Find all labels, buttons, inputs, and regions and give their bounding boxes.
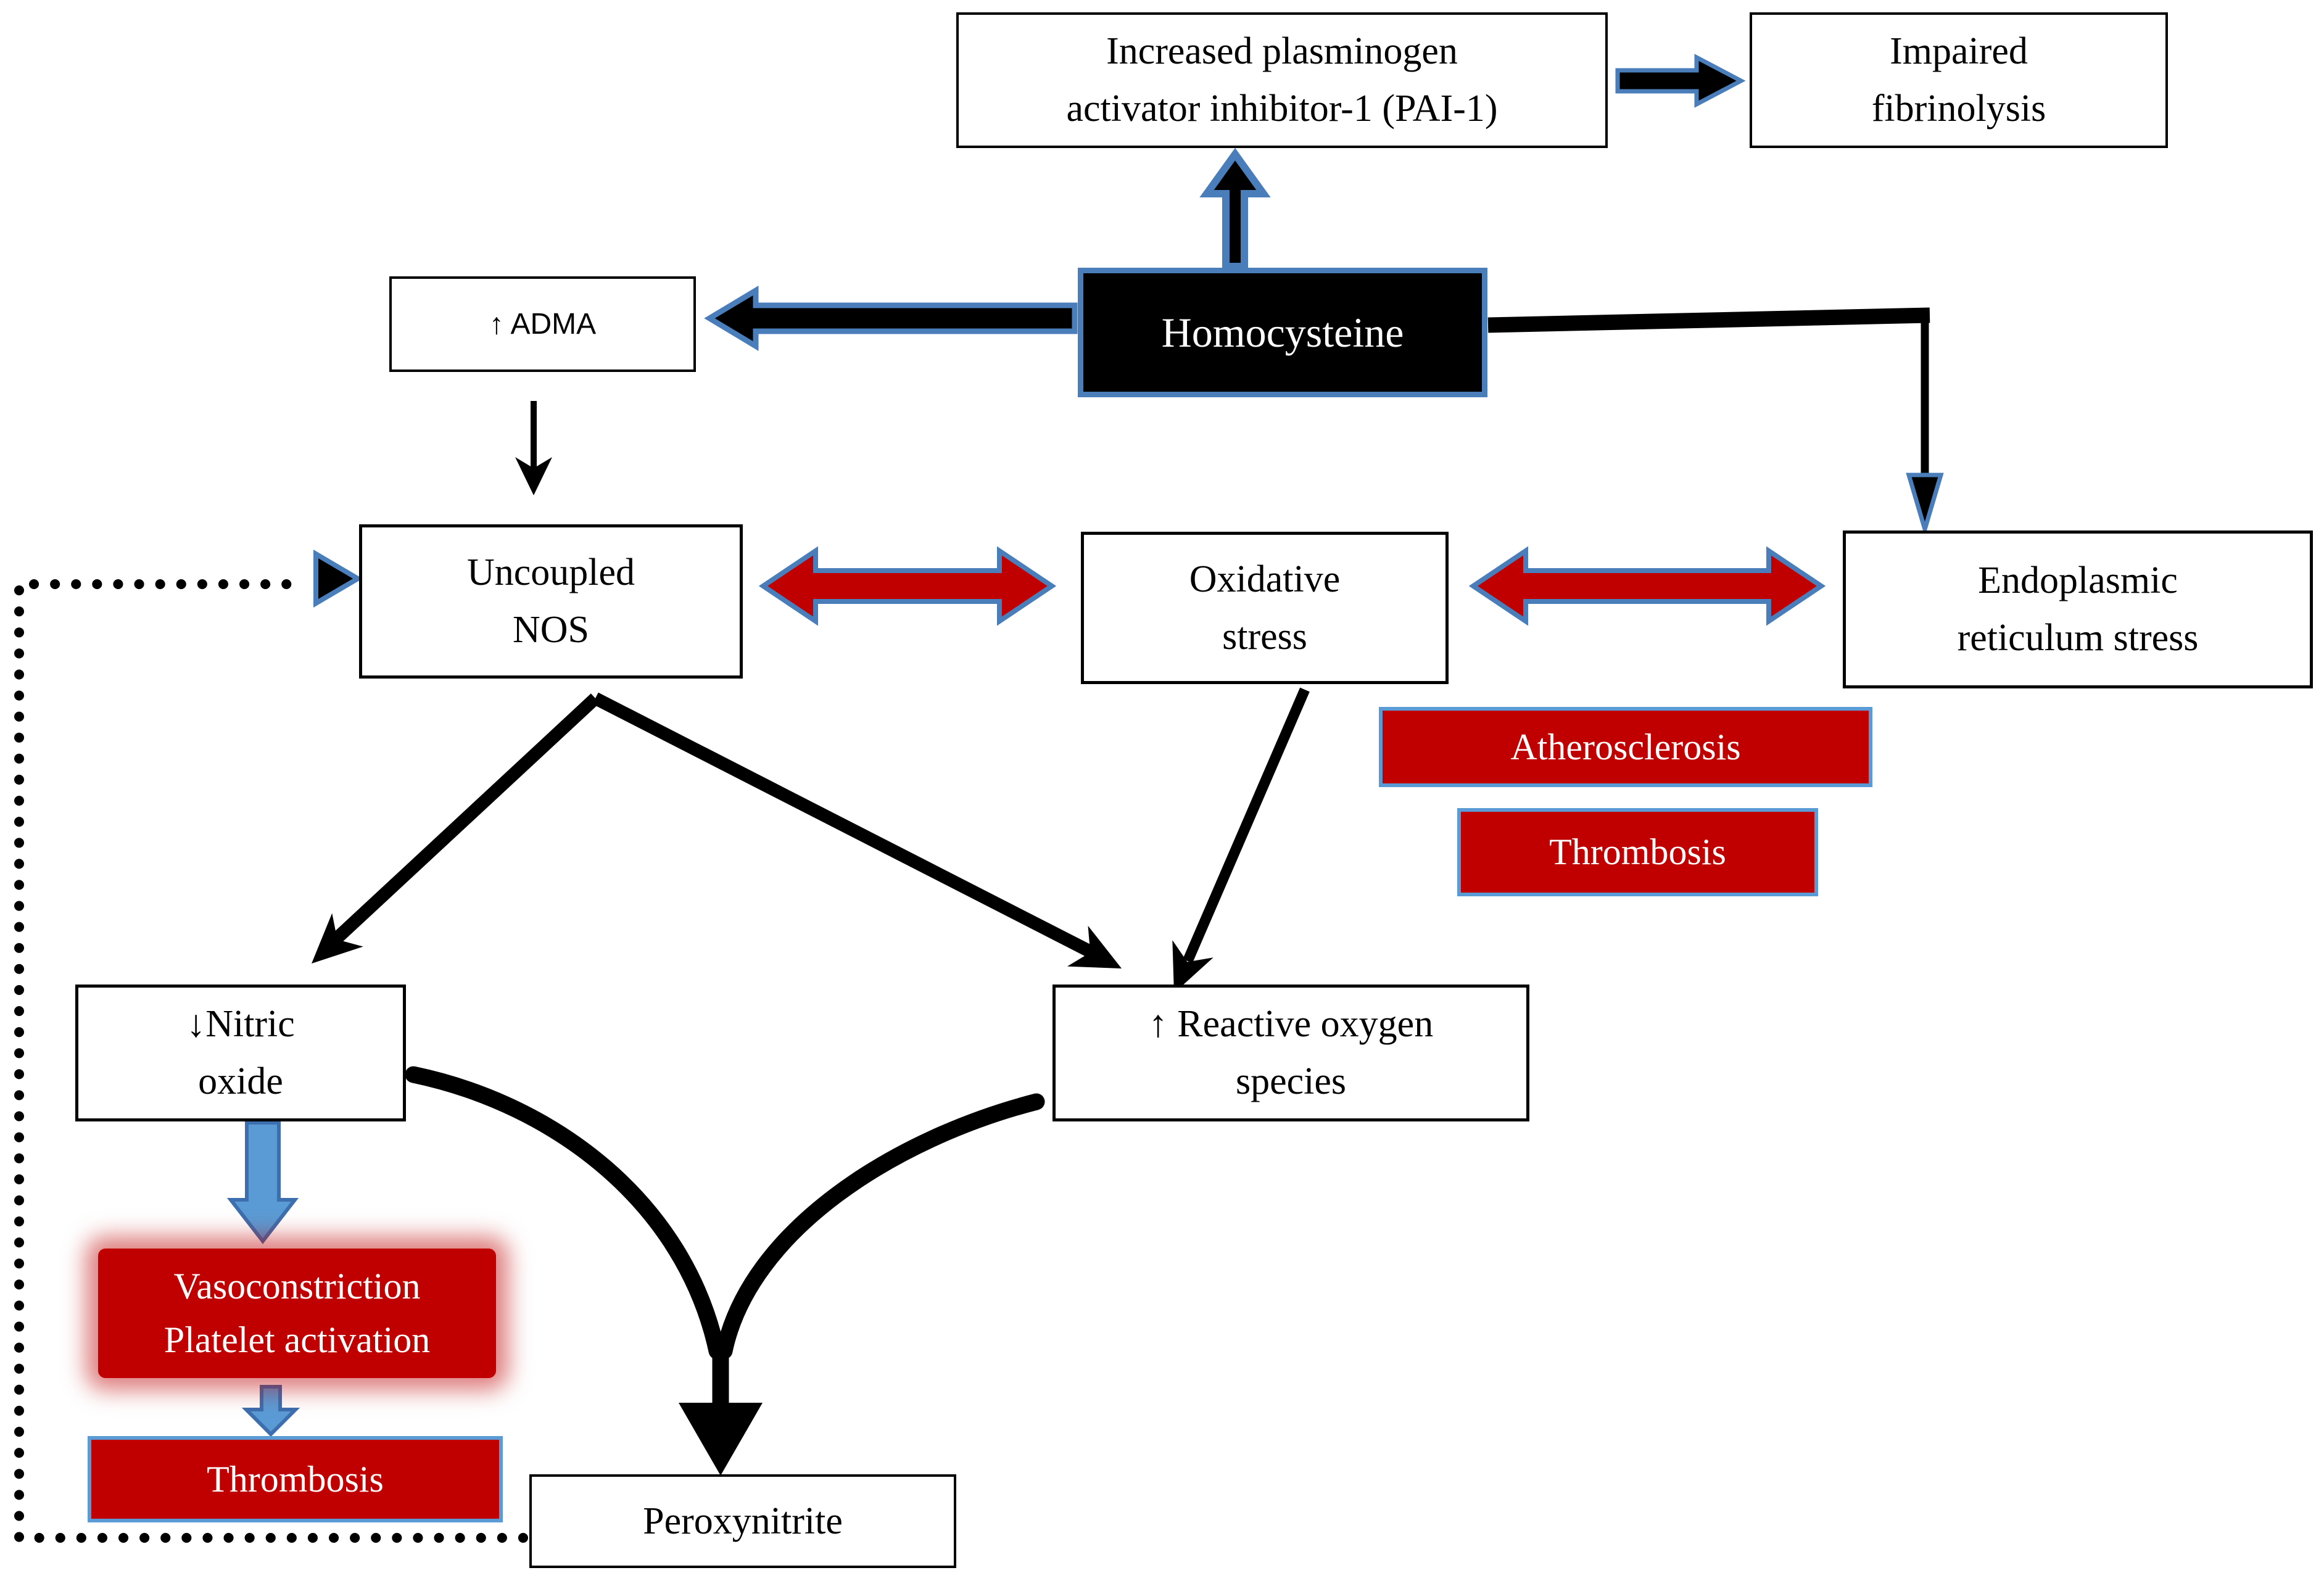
node-impaired-fibrinolysis: Impaired fibrinolysis bbox=[1750, 12, 2168, 148]
arrow-merged-to-peroxynitrite-head-icon bbox=[679, 1403, 763, 1476]
node-uncoupled-nos: Uncoupled NOS bbox=[359, 524, 743, 679]
node-nitric-oxide: ↓Nitric oxide bbox=[75, 985, 406, 1121]
double-arrow-oxidative-er-icon bbox=[1468, 546, 1826, 626]
node-homocysteine: Homocysteine bbox=[1078, 268, 1487, 397]
arrow-nos-to-ros-shaft bbox=[592, 692, 1094, 958]
arrow-nos-to-nitric-shaft bbox=[331, 693, 600, 944]
node-thrombosis-left: Thrombosis bbox=[88, 1436, 503, 1522]
arrow-oxidative-to-ros-head-icon bbox=[1172, 940, 1214, 993]
arrow-vaso-to-thrombosis-icon bbox=[241, 1385, 300, 1437]
node-pai1: Increased plasminogen activator inhibito… bbox=[956, 12, 1608, 148]
dotted-feedback-line bbox=[14, 579, 528, 1543]
node-atherosclerosis: Atherosclerosis bbox=[1379, 707, 1872, 787]
arrow-nos-to-nitric-head-icon bbox=[312, 913, 363, 964]
curve-nitric-to-peroxynitrite bbox=[405, 1066, 726, 1360]
node-reactive-oxygen-species: ↑ Reactive oxygen species bbox=[1052, 985, 1529, 1121]
arrow-pai1-to-impaired-icon bbox=[1615, 54, 1746, 108]
node-vasoconstriction-platelet-activation: Vasoconstriction Platelet activation bbox=[98, 1249, 496, 1378]
double-arrow-nos-oxidative-icon bbox=[758, 546, 1057, 626]
arrow-adma-to-nos-head-icon bbox=[515, 457, 552, 495]
arrow-nitric-to-vaso-icon bbox=[226, 1121, 299, 1244]
node-thrombosis-right: Thrombosis bbox=[1457, 808, 1818, 896]
arrow-homocysteine-to-adma-icon bbox=[704, 286, 1078, 351]
arrow-homocysteine-to-er-head-icon bbox=[1906, 473, 1944, 537]
arrow-nos-to-ros-head-icon bbox=[1067, 925, 1122, 968]
curve-ros-to-peroxynitrite bbox=[716, 1093, 1045, 1360]
node-peroxynitrite: Peroxynitrite bbox=[529, 1474, 956, 1568]
arrow-homocysteine-to-pai1-icon bbox=[1199, 147, 1271, 270]
arrow-oxidative-to-ros-shaft bbox=[1183, 687, 1310, 964]
dotted-feedback-arrowhead-icon bbox=[313, 550, 363, 608]
arrow-homocysteine-to-er-horizontal bbox=[1487, 307, 1930, 333]
node-adma: ↑ ADMA bbox=[389, 276, 696, 372]
node-er-stress: Endoplasmic reticulum stress bbox=[1843, 531, 2313, 688]
node-oxidative-stress: Oxidative stress bbox=[1081, 532, 1449, 684]
